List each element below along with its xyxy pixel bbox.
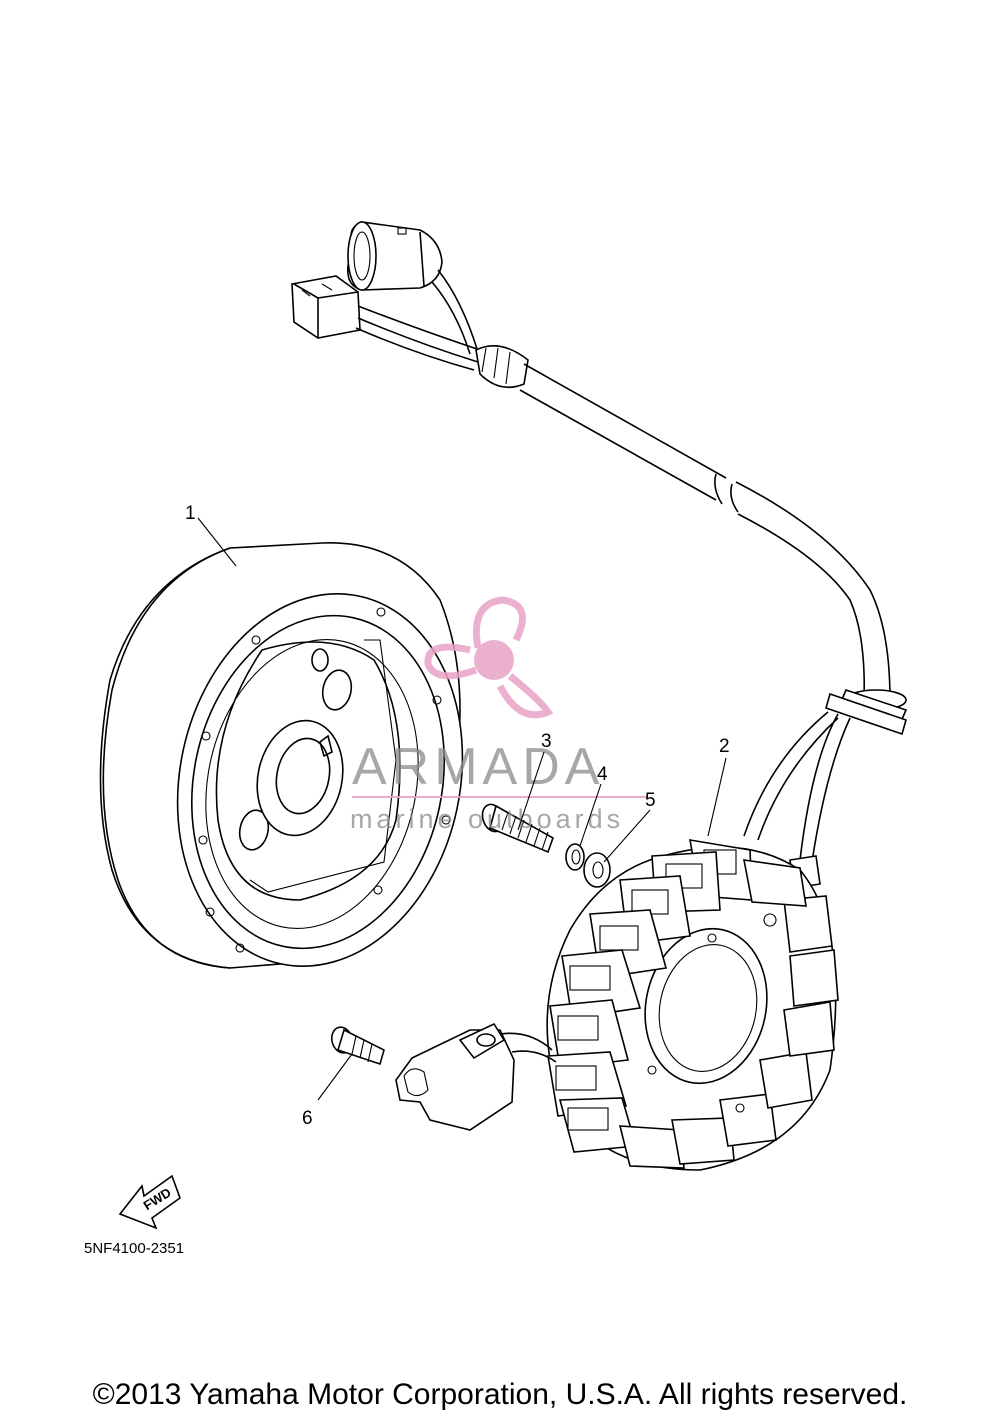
callouts: 1 2 3 4 5 6 (185, 503, 730, 1129)
propeller-logo-icon (424, 596, 554, 719)
pulser-coil (395, 1022, 557, 1131)
armada-watermark: ARMADA marine outboards (350, 596, 648, 834)
cable-grommet (825, 689, 908, 736)
stator-coil-assembly (546, 839, 839, 1171)
stator-coil-poles (547, 839, 839, 1169)
round-connector (346, 221, 443, 291)
flywheel-rotor (99, 542, 464, 969)
callout-6: 6 (302, 1108, 313, 1129)
copyright-notice: ©2013 Yamaha Motor Corporation, U.S.A. A… (92, 1378, 908, 1411)
watermark-name: ARMADA (352, 738, 604, 796)
diagram-part-code: 5NF4100-2351 (84, 1240, 185, 1257)
rim-bolt-holes (198, 607, 451, 953)
screw-part-6 (330, 1026, 385, 1066)
callout-1: 1 (185, 503, 196, 524)
washer-part-5 (583, 852, 611, 888)
callout-5: 5 (645, 790, 656, 811)
watermark-subtitle: marine outboards (350, 804, 624, 834)
callout-2: 2 (719, 736, 730, 757)
screw-part-3 (481, 803, 554, 854)
callout-4: 4 (597, 764, 608, 785)
lock-washer-part-4 (565, 843, 585, 871)
rectangular-connector (291, 275, 361, 339)
callout-3: 3 (541, 731, 552, 752)
fwd-arrow-icon: FWD (118, 1174, 181, 1230)
